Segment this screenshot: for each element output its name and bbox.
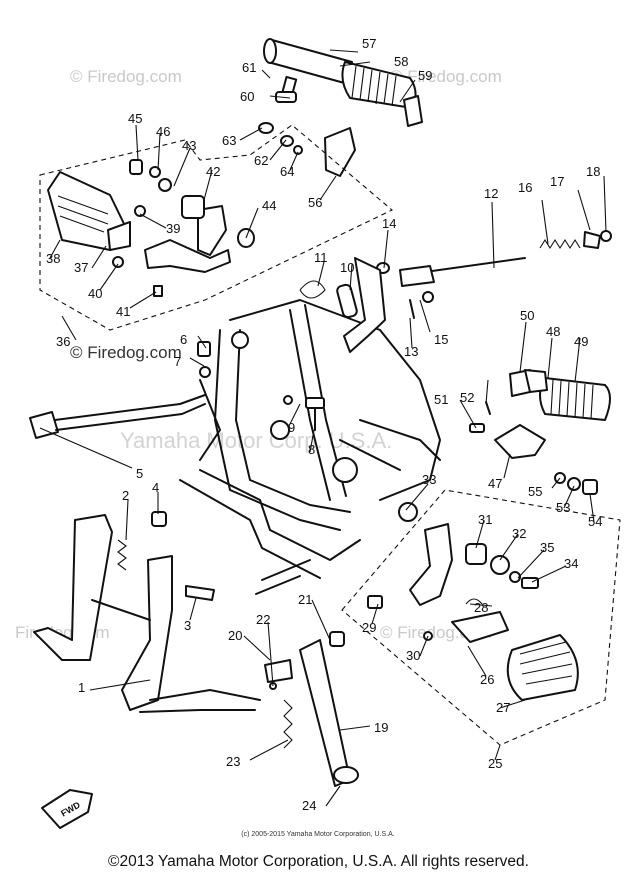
callout-4: 4	[152, 480, 159, 495]
callout-24: 24	[302, 798, 316, 813]
watermark: © Firedog.com	[70, 343, 182, 362]
small-copyright: (c) 2005-2015 Yamaha Motor Corporation, …	[241, 831, 394, 838]
callout-36: 36	[56, 334, 70, 349]
leader-lines	[39, 49, 607, 807]
callout-9: 9	[288, 420, 295, 435]
callout-27: 27	[496, 700, 510, 715]
callout-16: 16	[518, 180, 532, 195]
callout-35: 35	[540, 540, 554, 555]
callout-45: 45	[128, 111, 142, 126]
callout-34: 34	[564, 556, 578, 571]
callout-2: 2	[122, 488, 129, 503]
callout-50: 50	[520, 308, 534, 323]
frame	[179, 299, 441, 579]
fwd-arrow-icon: FWD	[41, 789, 93, 829]
callout-10: 10	[340, 260, 354, 275]
callout-57: 57	[362, 36, 376, 51]
callout-labels: 57 58 59 61 60 45 46 43 63 62 64 42 56 4…	[46, 36, 602, 813]
bolt-8	[283, 395, 325, 431]
callout-23: 23	[226, 754, 240, 769]
callout-22: 22	[256, 612, 270, 627]
callout-13: 13	[404, 344, 418, 359]
callout-63: 63	[222, 133, 236, 148]
callout-52: 52	[460, 390, 474, 405]
callout-5: 5	[136, 466, 143, 481]
callout-14: 14	[382, 216, 396, 231]
callout-64: 64	[280, 164, 294, 179]
footpeg-top	[263, 38, 423, 127]
callout-7: 7	[174, 354, 181, 369]
parts-diagram: © Firedog.com © Firedog.com Firedog.com …	[15, 36, 621, 838]
callout-40: 40	[88, 286, 102, 301]
callout-26: 26	[480, 672, 494, 687]
callout-15: 15	[434, 332, 448, 347]
callout-3: 3	[184, 618, 191, 633]
callout-33: 33	[422, 472, 436, 487]
callout-37: 37	[74, 260, 88, 275]
watermark-center: Yamaha Motor Corp. U.S.A.	[120, 428, 392, 453]
callout-58: 58	[394, 54, 408, 69]
callout-53: 53	[556, 500, 570, 515]
callout-31: 31	[478, 512, 492, 527]
callout-32: 32	[512, 526, 526, 541]
callout-20: 20	[228, 628, 242, 643]
brake-pedal	[29, 341, 211, 439]
callout-43: 43	[182, 138, 196, 153]
callout-28: 28	[474, 600, 488, 615]
brake-rod-parts	[299, 230, 612, 353]
callout-55: 55	[528, 484, 542, 499]
copyright-footer: ©2013 Yamaha Motor Corporation, U.S.A. A…	[108, 853, 529, 870]
callout-48: 48	[546, 324, 560, 339]
callout-47: 47	[488, 476, 502, 491]
callout-18: 18	[586, 164, 600, 179]
callout-44: 44	[262, 198, 276, 213]
callout-12: 12	[484, 186, 498, 201]
callout-56: 56	[308, 195, 322, 210]
callout-61: 61	[242, 60, 256, 75]
callout-25: 25	[488, 756, 502, 771]
callout-46: 46	[156, 124, 170, 139]
centerstand	[33, 511, 261, 713]
callout-30: 30	[406, 648, 420, 663]
callout-1: 1	[78, 680, 85, 695]
watermark: © Firedog.com	[390, 67, 502, 86]
callout-49: 49	[574, 334, 588, 349]
washers-row	[258, 122, 356, 177]
callout-19: 19	[374, 720, 388, 735]
footpeg-left	[47, 159, 255, 297]
group-outline-25	[341, 489, 621, 746]
footpeg-rear-right	[367, 502, 579, 701]
callout-41: 41	[116, 304, 130, 319]
callout-8: 8	[308, 442, 315, 457]
callout-60: 60	[240, 89, 254, 104]
callout-21: 21	[298, 592, 312, 607]
footpeg-right	[469, 369, 611, 495]
callout-6: 6	[180, 332, 187, 347]
callout-11: 11	[314, 250, 328, 265]
callout-42: 42	[206, 164, 220, 179]
callout-59: 59	[418, 68, 432, 83]
callout-39: 39	[166, 221, 180, 236]
callout-62: 62	[254, 153, 268, 168]
callout-29: 29	[362, 620, 376, 635]
watermark: © Firedog.com	[70, 67, 182, 86]
callout-51: 51	[434, 392, 448, 407]
callout-54: 54	[588, 514, 602, 529]
callout-38: 38	[46, 251, 60, 266]
callout-17: 17	[550, 174, 564, 189]
